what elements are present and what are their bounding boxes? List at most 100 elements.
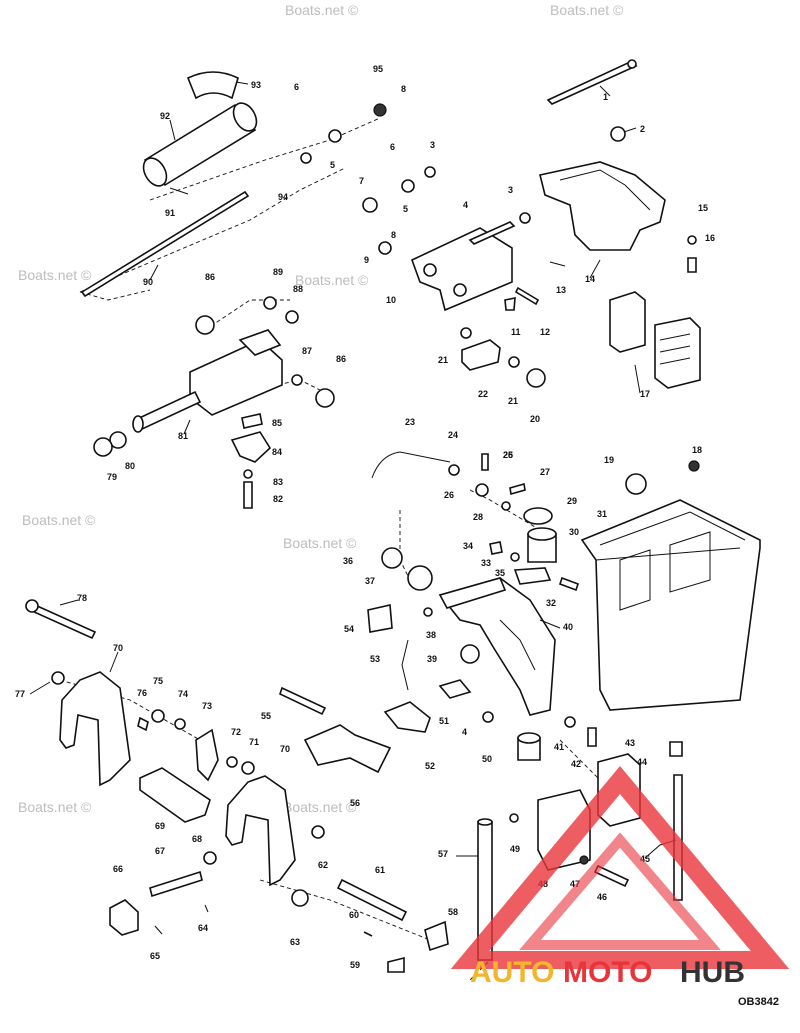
part-spring-53 [401, 639, 409, 691]
callout-65: 65 [150, 951, 160, 961]
part-bushing-50 [517, 732, 541, 761]
callout-77: 77 [15, 689, 25, 699]
callout-59: 59 [350, 960, 360, 970]
part-rod-61 [336, 878, 408, 922]
part-nut-47 [579, 855, 589, 865]
part-plate-54 [367, 604, 393, 633]
part-washer-86 [195, 315, 215, 335]
callout-9: 9 [364, 255, 369, 265]
callout-45: 45 [640, 854, 650, 864]
part-lever-73 [195, 728, 219, 782]
callout-8: 8 [401, 84, 406, 94]
callout-28: 28 [473, 512, 483, 522]
callout-34: 34 [463, 541, 473, 551]
part-cylinder-92 [142, 102, 258, 187]
part-bracket-70-left [59, 671, 131, 787]
part-block-17b [654, 317, 701, 389]
part-nut-87 [291, 374, 303, 386]
part-screw-42 [587, 727, 597, 747]
drawing-code: OB3842 [738, 996, 779, 1008]
callout-83: 83 [273, 477, 283, 487]
part-fitting-71 [241, 761, 255, 775]
part-nut-5 [328, 129, 342, 143]
part-pin-76 [137, 716, 149, 732]
part-nut-62 [311, 825, 325, 839]
part-clip-34 [489, 541, 503, 555]
callout-7: 7 [359, 176, 364, 186]
callout-54: 54 [344, 624, 354, 634]
callout-19: 19 [604, 455, 614, 465]
callout-52: 52 [425, 761, 435, 771]
part-bolt-82 [243, 481, 253, 509]
callout-3: 3 [508, 185, 513, 195]
callout-66: 66 [113, 864, 123, 874]
watermark: Boats.net © [285, 2, 359, 18]
part-nut-3 [424, 166, 436, 178]
part-spring-60 [363, 931, 373, 937]
part-nut-68 [203, 851, 217, 865]
callout-33: 33 [481, 558, 491, 568]
part-band-93 [186, 71, 239, 100]
part-cable-23 [371, 451, 451, 479]
callout-13: 13 [556, 285, 566, 295]
part-oring-80 [109, 431, 127, 449]
callout-93: 93 [251, 80, 261, 90]
callout-8: 8 [391, 230, 396, 240]
part-bracket-70-right [225, 775, 296, 887]
callout-43: 43 [625, 738, 635, 748]
callout-64: 64 [198, 923, 208, 933]
part-nut-88 [285, 310, 299, 324]
part-pin-12 [514, 286, 540, 306]
part-bracket-10 [410, 221, 516, 312]
callout-32: 32 [546, 598, 556, 608]
callout-53: 53 [370, 654, 380, 664]
part-seal-19 [625, 473, 647, 495]
callout-23: 23 [405, 417, 415, 427]
callout-63: 63 [290, 937, 300, 947]
watermark: Boats.net © [18, 267, 92, 283]
callout-95: 95 [373, 64, 383, 74]
callout-90: 90 [143, 277, 153, 287]
part-nut-26 [475, 483, 489, 497]
part-fitting-95 [373, 103, 387, 117]
callout-67: 67 [155, 846, 165, 856]
callout-40: 40 [563, 622, 573, 632]
callout-76: 76 [137, 688, 147, 698]
callout-2: 2 [640, 124, 645, 134]
part-clip-58 [424, 920, 449, 952]
part-washer-77 [51, 671, 65, 685]
part-pin-65 [154, 925, 163, 935]
callout-56: 56 [350, 798, 360, 808]
part-nut-89 [263, 296, 277, 310]
callout-5: 5 [403, 204, 408, 214]
watermark: Boats.net © [283, 535, 357, 551]
part-nut-5b [401, 179, 415, 193]
part-plug-11 [504, 297, 516, 311]
callout-94: 94 [278, 192, 288, 202]
part-block-17 [609, 291, 646, 353]
callout-21: 21 [438, 355, 448, 365]
part-nut-2 [610, 126, 626, 142]
part-fitting-7 [362, 197, 378, 213]
part-nut-33 [510, 552, 520, 562]
callout-92: 92 [160, 111, 170, 121]
part-nut-28 [501, 501, 511, 511]
part-nut-72 [226, 756, 238, 768]
callout-61: 61 [375, 865, 385, 875]
brand-logo-triangle [450, 765, 790, 969]
callout-88: 88 [293, 284, 303, 294]
callout-81: 81 [178, 431, 188, 441]
part-ring-29 [523, 507, 553, 525]
callout-4: 4 [462, 727, 467, 737]
watermark: Boats.net © [22, 512, 96, 528]
part-ring-79 [93, 437, 113, 457]
brand-logo: AUTO MOTO HUB [450, 765, 790, 989]
callout-14: 14 [585, 274, 595, 284]
callout-17: 17 [640, 389, 650, 399]
part-clamp-35 [513, 567, 552, 585]
part-rod-55 [279, 686, 327, 716]
callout-44: 44 [637, 757, 647, 767]
callout-39: 39 [427, 654, 437, 664]
part-bracket-52 [383, 701, 431, 733]
